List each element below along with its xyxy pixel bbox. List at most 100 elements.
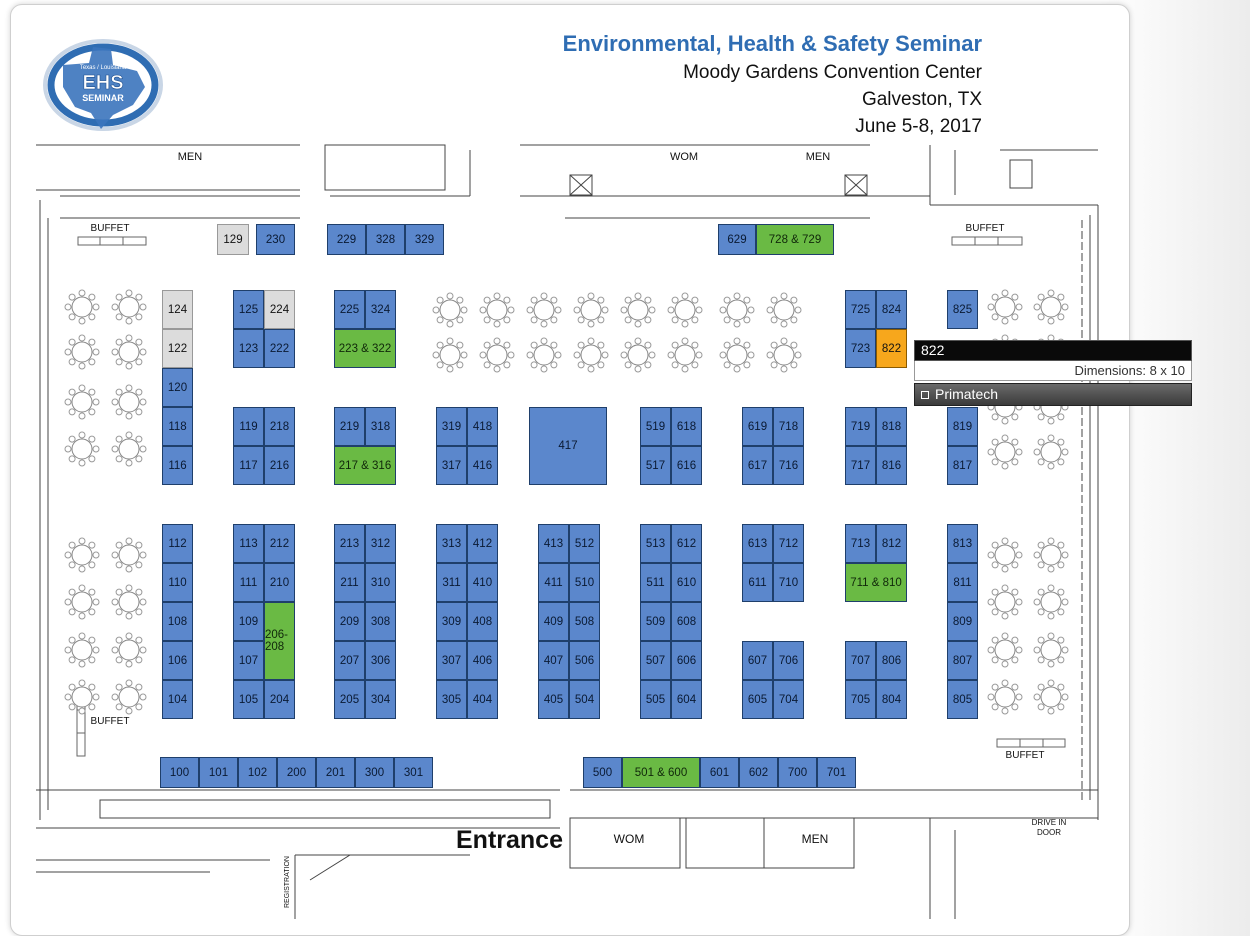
booth-211[interactable]: 211 xyxy=(334,563,365,602)
booth-407[interactable]: 407 xyxy=(538,641,569,680)
booth-118[interactable]: 118 xyxy=(162,407,193,446)
booth-619[interactable]: 619 xyxy=(742,407,773,446)
booth-329[interactable]: 329 xyxy=(405,224,444,255)
booth-507[interactable]: 507 xyxy=(640,641,671,680)
booth-117[interactable]: 117 xyxy=(233,446,264,485)
booth-102[interactable]: 102 xyxy=(238,757,277,788)
booth-105[interactable]: 105 xyxy=(233,680,264,719)
booth-500[interactable]: 500 xyxy=(583,757,622,788)
booth-723[interactable]: 723 xyxy=(845,329,876,368)
booth-604[interactable]: 604 xyxy=(671,680,702,719)
booth-716[interactable]: 716 xyxy=(773,446,804,485)
booth-807[interactable]: 807 xyxy=(947,641,978,680)
booth-120[interactable]: 120 xyxy=(162,368,193,407)
booth-725[interactable]: 725 xyxy=(845,290,876,329)
booth-704[interactable]: 704 xyxy=(773,680,804,719)
booth-606[interactable]: 606 xyxy=(671,641,702,680)
booth-310[interactable]: 310 xyxy=(365,563,396,602)
booth-104[interactable]: 104 xyxy=(162,680,193,719)
booth-408[interactable]: 408 xyxy=(467,602,498,641)
booth-312[interactable]: 312 xyxy=(365,524,396,563)
booth-700[interactable]: 700 xyxy=(778,757,817,788)
booth-406[interactable]: 406 xyxy=(467,641,498,680)
booth-612[interactable]: 612 xyxy=(671,524,702,563)
booth-404[interactable]: 404 xyxy=(467,680,498,719)
booth-511[interactable]: 511 xyxy=(640,563,671,602)
booth-818[interactable]: 818 xyxy=(876,407,907,446)
booth-304[interactable]: 304 xyxy=(365,680,396,719)
booth-328[interactable]: 328 xyxy=(366,224,405,255)
booth-124[interactable]: 124 xyxy=(162,290,193,329)
booth-230[interactable]: 230 xyxy=(256,224,295,255)
booth-613[interactable]: 613 xyxy=(742,524,773,563)
booth-505[interactable]: 505 xyxy=(640,680,671,719)
booth-309[interactable]: 309 xyxy=(436,602,467,641)
booth-719[interactable]: 719 xyxy=(845,407,876,446)
booth-712[interactable]: 712 xyxy=(773,524,804,563)
booth-817[interactable]: 817 xyxy=(947,446,978,485)
booth-607[interactable]: 607 xyxy=(742,641,773,680)
booth-513[interactable]: 513 xyxy=(640,524,671,563)
booth-512[interactable]: 512 xyxy=(569,524,600,563)
booth-317[interactable]: 317 xyxy=(436,446,467,485)
booth-519[interactable]: 519 xyxy=(640,407,671,446)
booth-212[interactable]: 212 xyxy=(264,524,295,563)
booth-413[interactable]: 413 xyxy=(538,524,569,563)
booth-809[interactable]: 809 xyxy=(947,602,978,641)
booth-506[interactable]: 506 xyxy=(569,641,600,680)
booth-110[interactable]: 110 xyxy=(162,563,193,602)
booth-216[interactable]: 216 xyxy=(264,446,295,485)
booth-219[interactable]: 219 xyxy=(334,407,365,446)
booth-108[interactable]: 108 xyxy=(162,602,193,641)
booth-109[interactable]: 109 xyxy=(233,602,264,641)
booth-416[interactable]: 416 xyxy=(467,446,498,485)
booth-418[interactable]: 418 xyxy=(467,407,498,446)
booth-324[interactable]: 324 xyxy=(365,290,396,329)
booth-106[interactable]: 106 xyxy=(162,641,193,680)
booth-319[interactable]: 319 xyxy=(436,407,467,446)
booth-411[interactable]: 411 xyxy=(538,563,569,602)
booth-119[interactable]: 119 xyxy=(233,407,264,446)
booth-605[interactable]: 605 xyxy=(742,680,773,719)
booth-300[interactable]: 300 xyxy=(355,757,394,788)
booth-629[interactable]: 629 xyxy=(718,224,756,255)
booth-217-316[interactable]: 217 & 316 xyxy=(334,446,396,485)
booth-717[interactable]: 717 xyxy=(845,446,876,485)
booth-305[interactable]: 305 xyxy=(436,680,467,719)
booth-728-729[interactable]: 728 & 729 xyxy=(756,224,834,255)
booth-129[interactable]: 129 xyxy=(217,224,249,255)
booth-209[interactable]: 209 xyxy=(334,602,365,641)
tooltip-exhibitor-link[interactable]: Primatech xyxy=(914,383,1192,406)
booth-107[interactable]: 107 xyxy=(233,641,264,680)
booth-200[interactable]: 200 xyxy=(277,757,316,788)
booth-405[interactable]: 405 xyxy=(538,680,569,719)
booth-123[interactable]: 123 xyxy=(233,329,264,368)
booth-711-810[interactable]: 711 & 810 xyxy=(845,563,907,602)
booth-101[interactable]: 101 xyxy=(199,757,238,788)
booth-210[interactable]: 210 xyxy=(264,563,295,602)
booth-223-322[interactable]: 223 & 322 xyxy=(334,329,396,368)
booth-805[interactable]: 805 xyxy=(947,680,978,719)
booth-806[interactable]: 806 xyxy=(876,641,907,680)
booth-218[interactable]: 218 xyxy=(264,407,295,446)
booth-410[interactable]: 410 xyxy=(467,563,498,602)
booth-618[interactable]: 618 xyxy=(671,407,702,446)
booth-504[interactable]: 504 xyxy=(569,680,600,719)
booth-706[interactable]: 706 xyxy=(773,641,804,680)
booth-510[interactable]: 510 xyxy=(569,563,600,602)
booth-308[interactable]: 308 xyxy=(365,602,396,641)
booth-602[interactable]: 602 xyxy=(739,757,778,788)
booth-213[interactable]: 213 xyxy=(334,524,365,563)
booth-125[interactable]: 125 xyxy=(233,290,264,329)
booth-409[interactable]: 409 xyxy=(538,602,569,641)
booth-122[interactable]: 122 xyxy=(162,329,193,368)
booth-819[interactable]: 819 xyxy=(947,407,978,446)
booth-113[interactable]: 113 xyxy=(233,524,264,563)
booth-417[interactable]: 417 xyxy=(529,407,607,485)
booth-713[interactable]: 713 xyxy=(845,524,876,563)
booth-222[interactable]: 222 xyxy=(264,329,295,368)
booth-811[interactable]: 811 xyxy=(947,563,978,602)
booth-318[interactable]: 318 xyxy=(365,407,396,446)
booth-816[interactable]: 816 xyxy=(876,446,907,485)
booth-616[interactable]: 616 xyxy=(671,446,702,485)
